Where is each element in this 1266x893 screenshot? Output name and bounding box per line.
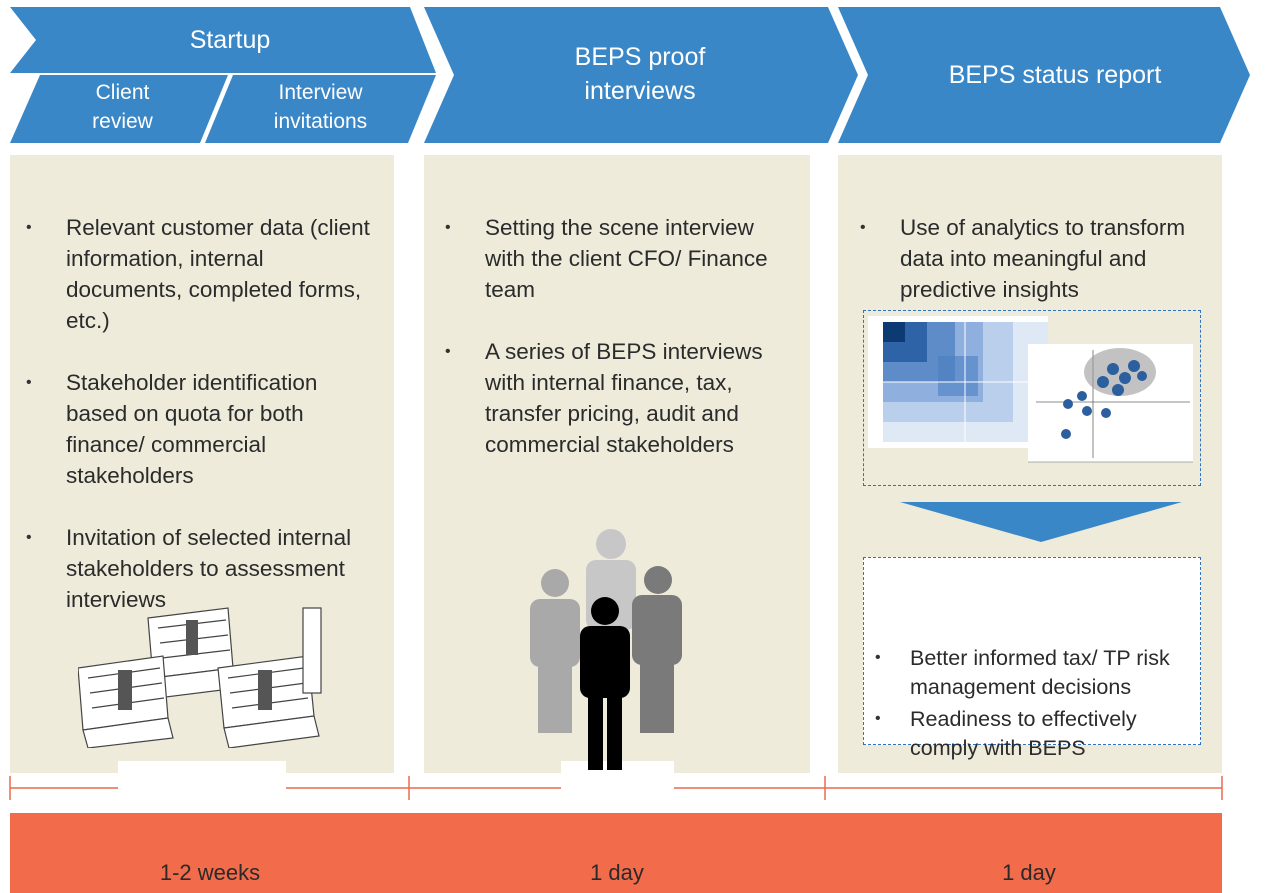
- phase-1-sub-right: [205, 75, 436, 143]
- startup-bullets: Relevant customer data (client informati…: [26, 212, 371, 646]
- timeline-notch-1: [118, 761, 286, 811]
- down-arrow-icon: [900, 502, 1182, 542]
- people-icon: [530, 529, 682, 770]
- outcome-bullet: Readiness to effectively comply with BEP…: [875, 705, 1205, 762]
- phase-1-sub-right-label: Interview invitations: [273, 81, 368, 133]
- risk-matrix-chart-icon: [868, 316, 1193, 463]
- analytics-image-frame: [863, 310, 1201, 486]
- duration-interviews: 1 day: [590, 860, 644, 885]
- startup-bullet: Relevant customer data (client informati…: [26, 212, 371, 336]
- phase-1-sub-left: [10, 75, 228, 143]
- phase-2-title: BEPS proof interviews: [574, 43, 706, 105]
- report-bullets: Use of analytics to transform data into …: [860, 212, 1205, 336]
- phase-3-chevron: [838, 7, 1250, 143]
- timeline-bar: [10, 813, 1222, 893]
- interviews-bullet: Setting the scene interview with the cli…: [445, 212, 790, 305]
- outcome-bullets: Better informed tax/ TP risk management …: [875, 644, 1205, 766]
- interviews-bullets: Setting the scene interview with the cli…: [445, 212, 790, 491]
- duration-report: 1 day: [1002, 860, 1056, 885]
- outcome-bullet: Better informed tax/ TP risk management …: [875, 644, 1205, 701]
- phase-1-title: Startup: [189, 26, 271, 54]
- phase-2-chevron: [424, 7, 858, 143]
- interviews-bullet: A series of BEPS interviews with interna…: [445, 336, 790, 460]
- phase-3-title: BEPS status report: [948, 61, 1162, 89]
- startup-bullet: Invitation of selected internal stakehol…: [26, 522, 371, 615]
- buildings-icon: [78, 607, 322, 748]
- startup-bullet: Stakeholder identification based on quot…: [26, 367, 371, 491]
- report-bullet: Use of analytics to transform data into …: [860, 212, 1205, 305]
- phase-1-sub-left-label: Client review: [92, 81, 153, 133]
- duration-startup: 1-2 weeks: [159, 860, 261, 885]
- phase-1-chevron: [10, 7, 436, 73]
